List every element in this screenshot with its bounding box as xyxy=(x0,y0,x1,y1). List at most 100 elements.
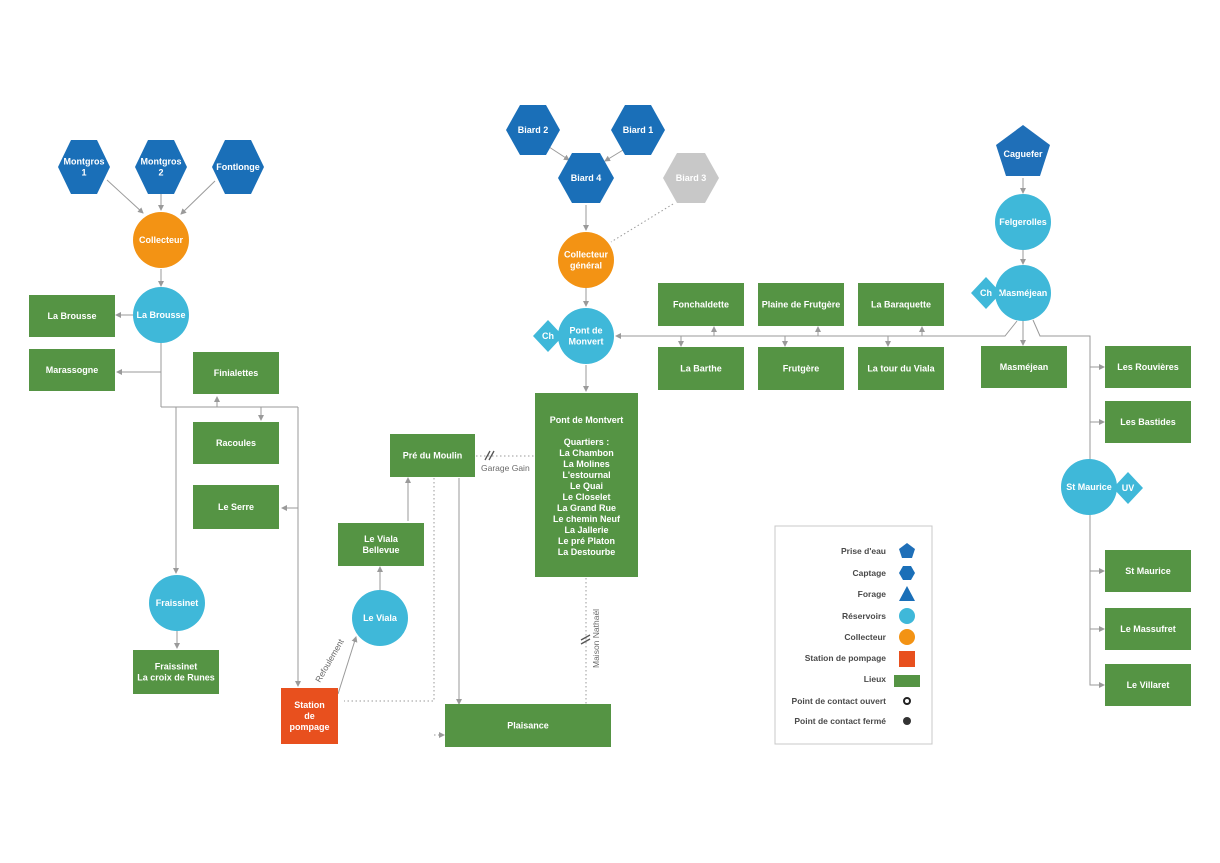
svg-text:La Brousse: La Brousse xyxy=(47,311,96,321)
svg-text:Masméjean: Masméjean xyxy=(1000,362,1049,372)
place-la-baraquette[interactable]: La Baraquette xyxy=(858,283,944,326)
place-masmejean[interactable]: Masméjean xyxy=(981,346,1067,388)
node-label-line: pompage xyxy=(289,722,329,732)
reservoir-fraissinet[interactable]: Fraissinet xyxy=(149,575,205,631)
node-label-line: Masméjean xyxy=(1000,362,1049,372)
collecteur-1[interactable]: Collecteur xyxy=(133,212,189,268)
node-label-line: La Jallerie xyxy=(564,525,608,535)
place-la-brousse[interactable]: La Brousse xyxy=(29,295,115,337)
node-label-line: Frutgère xyxy=(783,364,820,374)
captage-biard4[interactable]: Biard 4 xyxy=(558,153,614,203)
node-label-line: Ch xyxy=(980,288,992,298)
svg-text:Marassogne: Marassogne xyxy=(46,365,99,375)
node-label-line: La Grand Rue xyxy=(557,503,616,513)
contact-garage-gain xyxy=(484,450,495,461)
node-label-line: Le chemin Neuf xyxy=(553,514,621,524)
place-plaisance[interactable]: Plaisance xyxy=(445,704,611,747)
node-label-line: La Chambon xyxy=(559,448,614,458)
svg-text:Finialettes: Finialettes xyxy=(214,368,259,378)
svg-text:Biard 1: Biard 1 xyxy=(623,125,654,135)
node-label-line: UV xyxy=(1122,483,1135,493)
svg-text:Fonchaldette: Fonchaldette xyxy=(673,300,729,310)
chloration-badge-1[interactable]: Ch xyxy=(533,320,563,352)
node-label-line: Montgros xyxy=(141,157,182,167)
svg-text:Frutgère: Frutgère xyxy=(783,364,820,374)
place-la-tour-du-viala[interactable]: La tour du Viala xyxy=(858,347,944,390)
place-frutgere[interactable]: Frutgère xyxy=(758,347,844,390)
node-label-line: Biard 4 xyxy=(571,173,602,183)
captage-fontlonge[interactable]: Fontlonge xyxy=(212,140,264,194)
captage-biard1[interactable]: Biard 1 xyxy=(611,105,665,155)
svg-text:Le Viala: Le Viala xyxy=(363,613,398,623)
legend-label-forage: Forage xyxy=(858,589,887,599)
svg-text:Les Bastides: Les Bastides xyxy=(1120,417,1176,427)
node-label-line: Le Quai xyxy=(570,481,603,491)
prise-eau-caguefer[interactable]: Caguefer xyxy=(996,125,1050,176)
uv-badge[interactable]: UV xyxy=(1113,472,1143,504)
node-label-line: La Brousse xyxy=(136,310,185,320)
rectangle-icon xyxy=(894,675,920,687)
place-le-serre[interactable]: Le Serre xyxy=(193,485,279,529)
node-label-line: Collecteur xyxy=(564,250,609,260)
node-label-line: Biard 1 xyxy=(623,125,654,135)
place-finialettes[interactable]: Finialettes xyxy=(193,352,279,394)
node-label-line: St Maurice xyxy=(1066,482,1112,492)
circle-icon xyxy=(899,608,915,624)
svg-text:Fraissinet: Fraissinet xyxy=(156,598,199,608)
node-label-line: Plaine de Frutgère xyxy=(762,300,841,310)
node-label-line: Marassogne xyxy=(46,365,99,375)
node-label-line: 2 xyxy=(158,168,163,178)
place-les-rouvieres[interactable]: Les Rouvières xyxy=(1105,346,1191,388)
reservoir-masmejean[interactable]: Masméjean xyxy=(995,265,1051,321)
reservoir-la-brousse[interactable]: La Brousse xyxy=(133,287,189,343)
place-le-villaret[interactable]: Le Villaret xyxy=(1105,664,1191,706)
reservoir-le-viala[interactable]: Le Viala xyxy=(352,590,408,646)
svg-text:Le Villaret: Le Villaret xyxy=(1127,680,1170,690)
svg-text:Le Massufret: Le Massufret xyxy=(1120,624,1176,634)
reservoir-felgerolles[interactable]: Felgerolles xyxy=(995,194,1051,250)
node-label-line: Fraissinet xyxy=(155,662,198,672)
place-st-maurice[interactable]: St Maurice xyxy=(1105,550,1191,592)
node-label-line: Le Villaret xyxy=(1127,680,1170,690)
node-label-line: Fonchaldette xyxy=(673,300,729,310)
place-marassogne[interactable]: Marassogne xyxy=(29,349,115,391)
place-racoules[interactable]: Racoules xyxy=(193,422,279,464)
circle-icon xyxy=(899,629,915,645)
place-la-barthe[interactable]: La Barthe xyxy=(658,347,744,390)
node-label-line: Caguefer xyxy=(1003,149,1043,159)
place-les-bastides[interactable]: Les Bastides xyxy=(1105,401,1191,443)
node-label-line: Biard 2 xyxy=(518,125,549,135)
node-label-line: de xyxy=(304,711,315,721)
node-label-line: Monvert xyxy=(568,337,603,347)
place-le-massufret[interactable]: Le Massufret xyxy=(1105,608,1191,650)
node-label-line: La Destourbe xyxy=(558,547,616,557)
place-pre-du-moulin[interactable]: Pré du Moulin xyxy=(390,434,475,477)
svg-text:La Barthe: La Barthe xyxy=(680,364,722,374)
node-label-line: Les Bastides xyxy=(1120,417,1176,427)
captage-biard3-inactive[interactable]: Biard 3 xyxy=(663,153,719,203)
captage-biard2[interactable]: Biard 2 xyxy=(506,105,560,155)
place-fonchaldette[interactable]: Fonchaldette xyxy=(658,283,744,326)
place-plaine-de-frutgere[interactable]: Plaine de Frutgère xyxy=(758,283,844,326)
reservoir-st-maurice[interactable]: St Maurice xyxy=(1061,459,1117,515)
chloration-badge-2[interactable]: Ch xyxy=(971,277,1001,309)
node-label-line: Le Viala xyxy=(363,613,398,623)
edge-masmejean-bus xyxy=(615,320,1018,339)
node-label-line: La Brousse xyxy=(47,311,96,321)
svg-text:St Maurice: St Maurice xyxy=(1125,566,1171,576)
node-label-line: Le Closelet xyxy=(562,492,610,502)
